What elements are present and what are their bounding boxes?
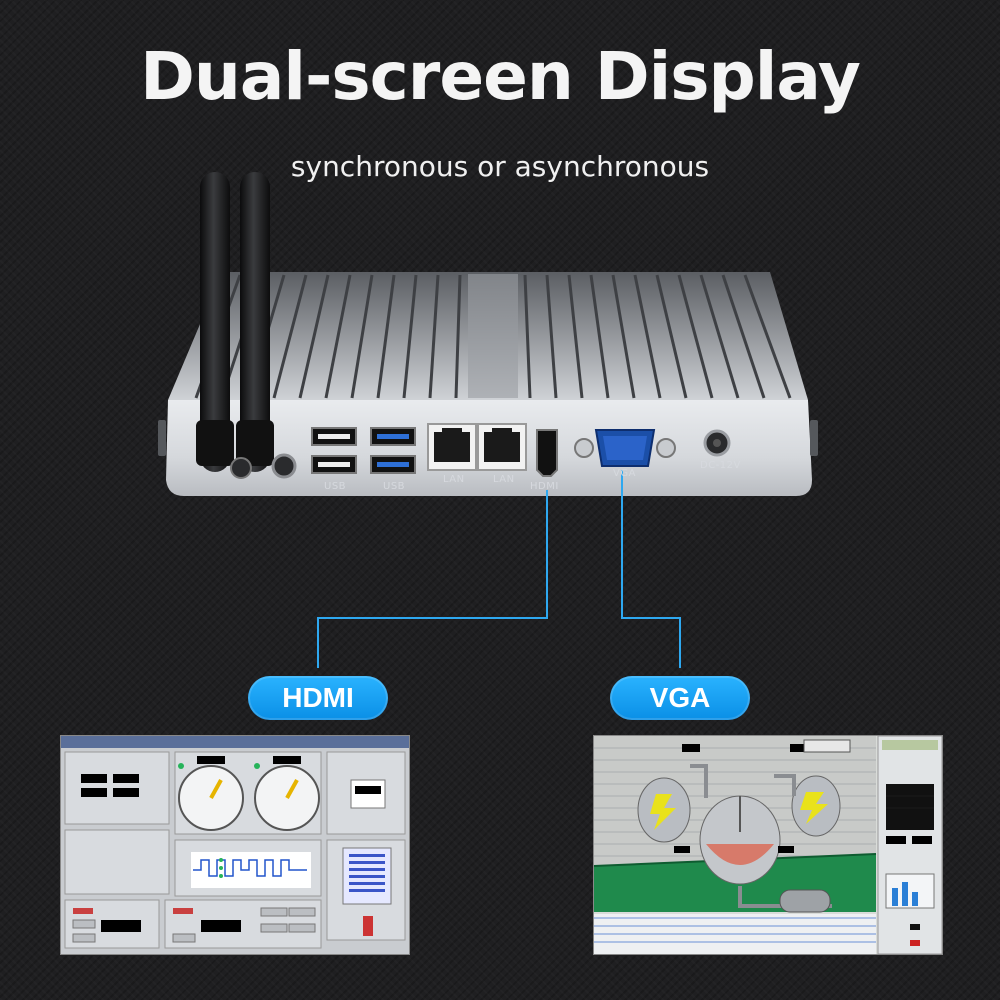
hdmi-monitor-screen <box>60 735 410 955</box>
page-title: Dual-screen Display <box>140 38 861 115</box>
vga-connector-line <box>621 470 681 668</box>
lan-port-1 <box>427 423 477 471</box>
vga-output-label: VGA <box>610 676 750 720</box>
lan-port-2 <box>477 423 527 471</box>
hmi-dashboard-illustration <box>61 736 409 949</box>
vga-port <box>574 429 676 467</box>
hdmi-port <box>536 429 558 477</box>
antenna-right <box>240 172 270 472</box>
port-label-dc: DC-12V <box>700 460 741 471</box>
vga-monitor-screen <box>593 735 943 955</box>
page-subtitle: synchronous or asynchronous <box>290 150 710 183</box>
port-label-usb: USB <box>324 481 347 492</box>
port-label-lan-2: LAN <box>493 474 515 485</box>
port-label-usb3: USB <box>383 481 406 492</box>
hdmi-output-label: HDMI <box>248 676 388 720</box>
hdmi-connector-line <box>317 490 548 668</box>
port-label-vga: VGA <box>613 468 636 479</box>
port-label-lan-1: LAN <box>443 474 465 485</box>
antenna-left <box>200 172 230 472</box>
factory-scada-illustration <box>594 736 942 954</box>
port-label-hdmi: HDMI <box>530 481 559 492</box>
